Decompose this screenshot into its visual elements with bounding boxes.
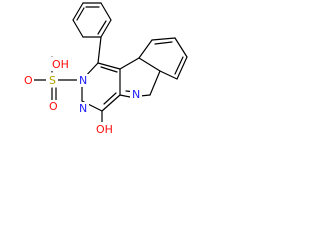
benzo-ring — [138, 37, 188, 80]
oh-top-label: OH — [52, 58, 69, 71]
oh-bottom-label: OH — [96, 123, 113, 136]
phenyl-attach-bond — [97, 36, 102, 64]
sulfur-label: S — [49, 74, 56, 87]
phenyl-ring — [72, 2, 112, 38]
oxygen-bottom-label: O — [49, 100, 58, 113]
atom-labels: OH S O O N N N OH — [22, 57, 142, 136]
nitrogen-label-3: N — [132, 88, 140, 101]
oxygen-left-label: O — [24, 74, 33, 87]
nitrogen-label-1: N — [79, 74, 87, 87]
nitrogen-label-2: N — [79, 102, 87, 115]
molecule-canvas: OH S O O N N N OH — [0, 0, 218, 159]
pyridazine-ring — [81, 62, 121, 112]
molecule-diagram: OH S O O N N N OH — [22, 2, 188, 136]
